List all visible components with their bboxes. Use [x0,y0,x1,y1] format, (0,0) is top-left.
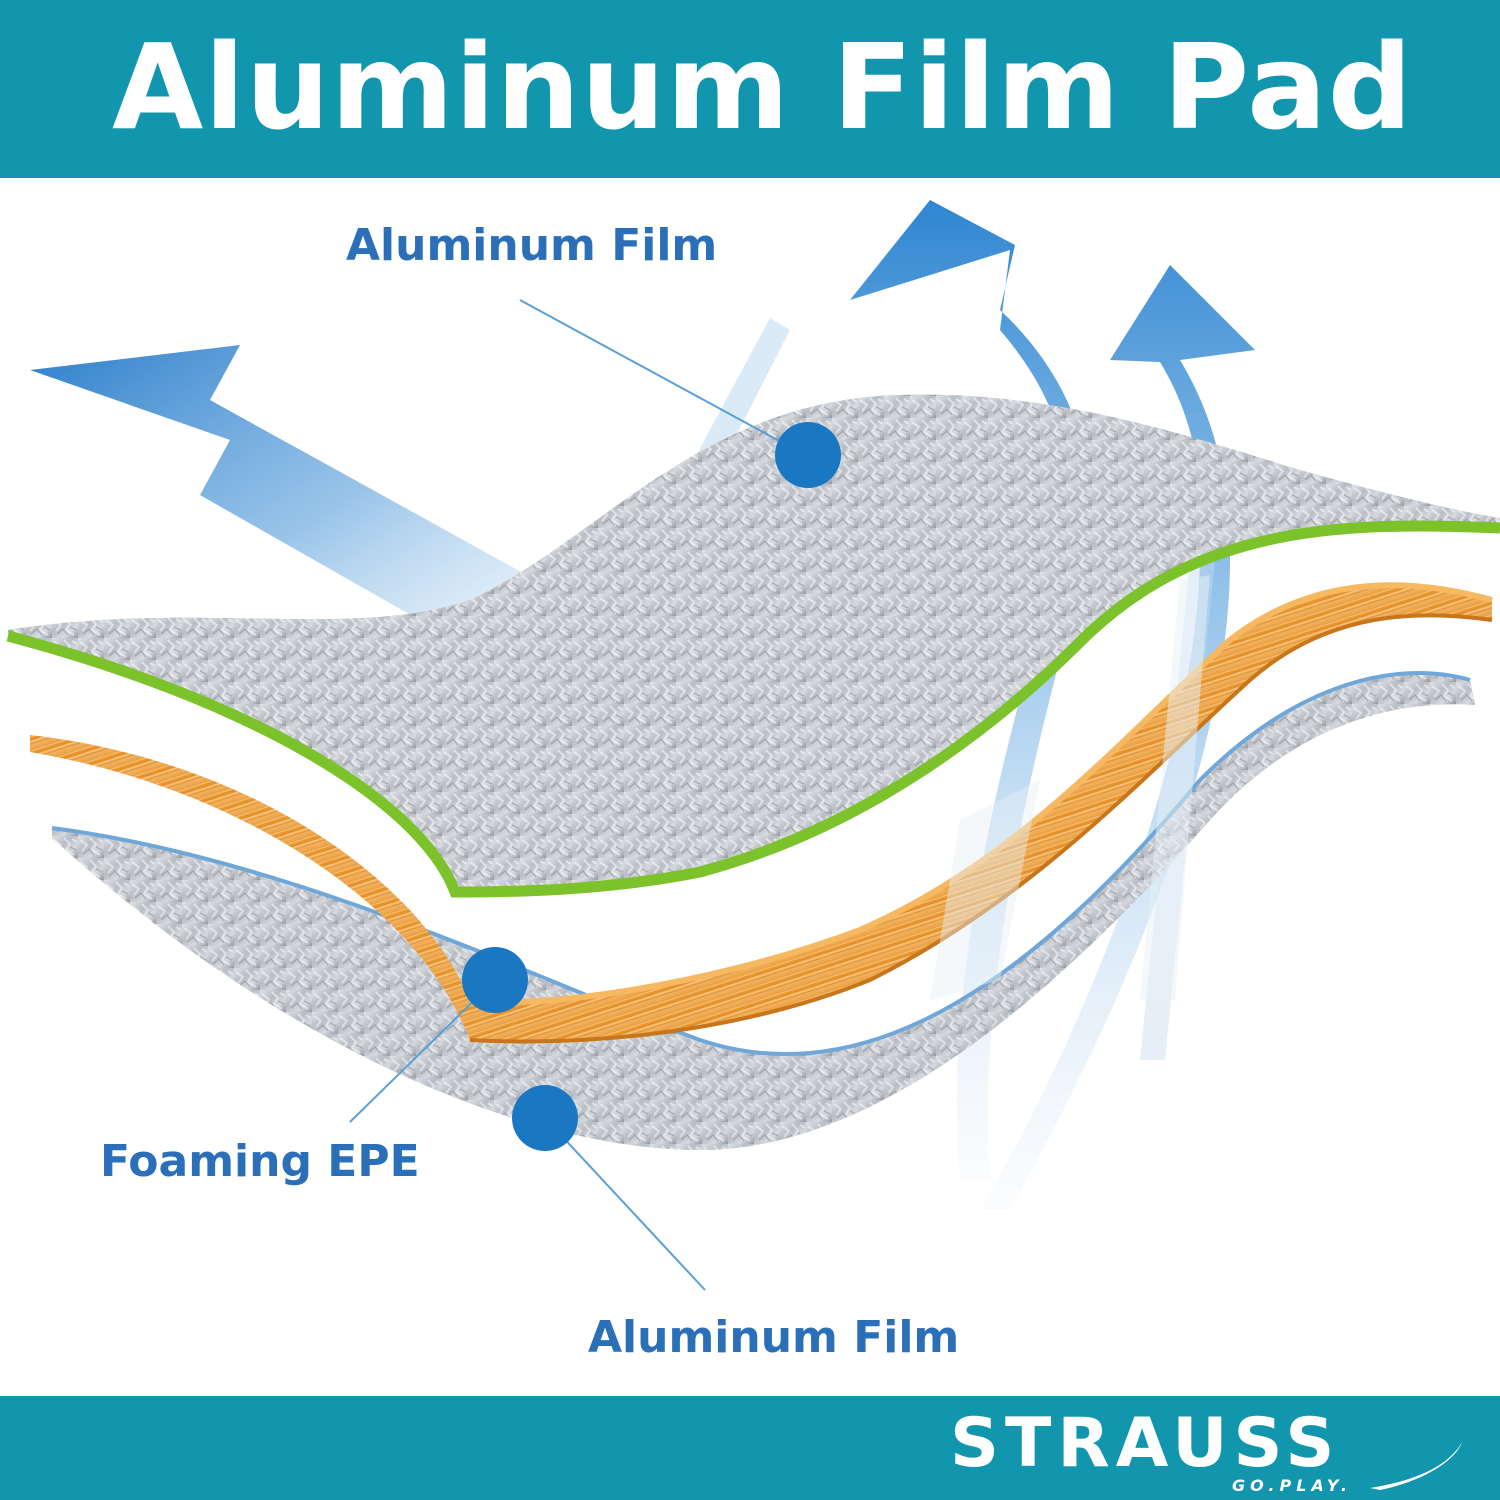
foam-layer [30,582,1493,1044]
title-banner: Aluminum Film Pad [0,0,1500,178]
callout-dot-icon [462,947,528,1013]
brand-tagline: GO.PLAY. [1232,1476,1352,1495]
label-top-aluminum-film: Aluminum Film [346,220,718,271]
footer-banner [0,1396,1500,1500]
callout-dot-icon [775,422,841,488]
heat-arrow-icon [930,575,1210,1000]
callout-dot-icon [512,1085,578,1151]
brand-name: STRAUSS [950,1404,1341,1483]
brand-logo: STRAUSS GO.PLAY. [950,1402,1470,1495]
layer-diagram [6,200,1500,1291]
swoosh-icon [1370,1442,1462,1490]
heat-arrow-icon [980,265,1255,1210]
callout-lines [349,299,806,1291]
label-bottom-aluminum-film: Aluminum Film [588,1312,960,1363]
page-title: Aluminum Film Pad [112,18,1414,156]
heat-arrow-icon [850,200,1092,1180]
label-foaming-epe: Foaming EPE [100,1136,420,1187]
top-foil-layer [6,394,1500,898]
bottom-foil-layer [51,671,1475,1150]
